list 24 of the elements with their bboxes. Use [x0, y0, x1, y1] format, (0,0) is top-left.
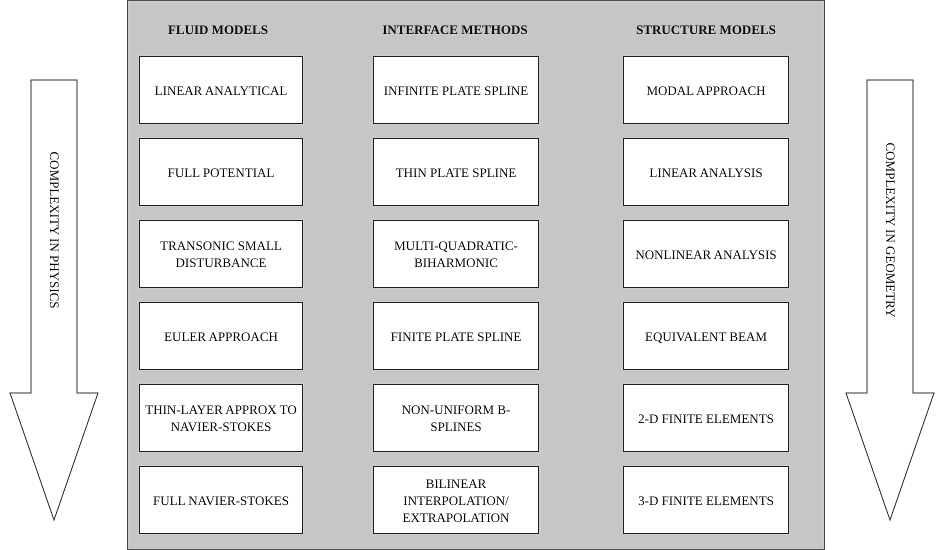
model-box: LINEAR ANALYSIS: [623, 138, 789, 206]
model-box: FULL POTENTIAL: [139, 138, 303, 206]
arrow-label: COMPLEXITY IN PHYSICS: [46, 152, 62, 308]
model-box: NON-UNIFORM B-SPLINES: [373, 384, 539, 452]
model-box: 3-D FINITE ELEMENTS: [623, 466, 789, 534]
model-box: TRANSONIC SMALL DISTURBANCE: [139, 220, 303, 288]
column-heading: INTERFACE METHODS: [382, 22, 528, 38]
model-box: MODAL APPROACH: [623, 56, 789, 124]
model-box: THIN PLATE SPLINE: [373, 138, 539, 206]
model-box: MULTI-QUADRATIC-BIHARMONIC: [373, 220, 539, 288]
model-box: LINEAR ANALYTICAL: [139, 56, 303, 124]
column-heading: FLUID MODELS: [168, 22, 268, 38]
model-box: INFINITE PLATE SPLINE: [373, 56, 539, 124]
column-heading: STRUCTURE MODELS: [636, 22, 776, 38]
model-box: EQUIVALENT BEAM: [623, 302, 789, 370]
model-box: FINITE PLATE SPLINE: [373, 302, 539, 370]
model-box: THIN-LAYER APPROX TO NAVIER-STOKES: [139, 384, 303, 452]
arrow-label: COMPLEXITY IN GEOMETRY: [882, 142, 898, 318]
model-box: NONLINEAR ANALYSIS: [623, 220, 789, 288]
model-box: FULL NAVIER-STOKES: [139, 466, 303, 534]
panel-background: [127, 0, 825, 550]
model-box: EULER APPROACH: [139, 302, 303, 370]
model-box: 2-D FINITE ELEMENTS: [623, 384, 789, 452]
model-box: BILINEAR INTERPOLATION/ EXTRAPOLATION: [373, 466, 539, 534]
